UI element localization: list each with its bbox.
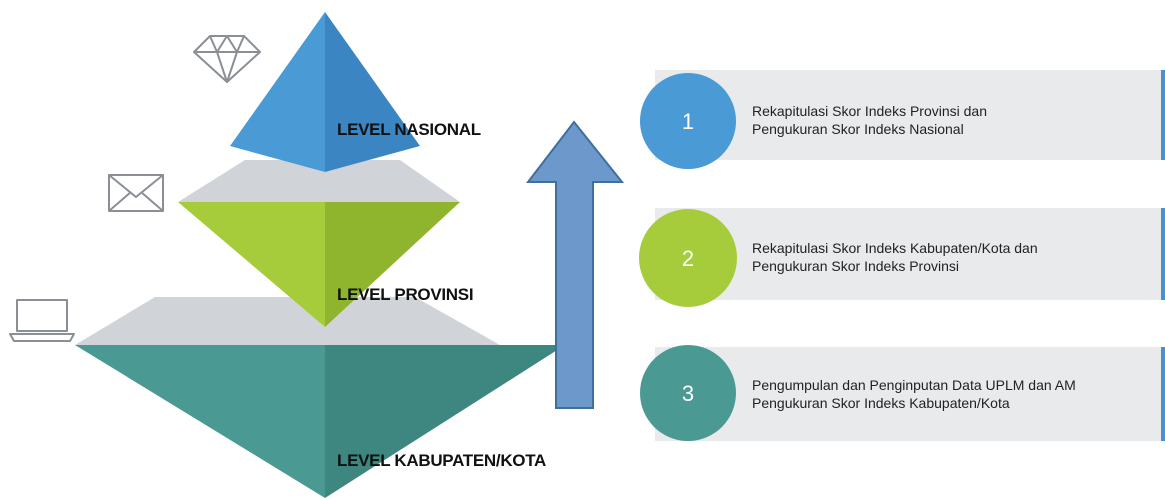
step-3-description: Pengumpulan dan Penginputan Data UPLM da…: [752, 376, 1076, 412]
step-number-2: 2: [682, 246, 694, 271]
step-1-line-1: Rekapitulasi Skor Indeks Provinsi dan: [752, 103, 988, 119]
step-card-3-edge: [1161, 347, 1165, 441]
level-label-provinsi: LEVEL PROVINSI: [337, 285, 473, 304]
step-number-circle-1: [640, 73, 736, 169]
step-card-1-background: [655, 70, 1165, 160]
step-number-1: 1: [682, 109, 694, 134]
step-card-3: 3: [640, 345, 1165, 441]
step-number-circle-2: [639, 209, 737, 307]
tier-top-left-face: [230, 12, 325, 172]
step-number-3: 3: [682, 381, 694, 406]
step-card-2-background: [655, 208, 1165, 300]
step-card-3-background: [655, 347, 1165, 441]
tier-bottom-shelf: [75, 297, 500, 345]
tier-top-right-face: [325, 12, 420, 172]
envelope-icon: [108, 174, 164, 212]
step-card-2: 2: [639, 208, 1165, 307]
tier-middle-left-face: [178, 202, 325, 327]
tier-middle-shelf: [178, 160, 460, 202]
step-1-line-2: Pengukuran Skor Indeks Nasional: [752, 121, 964, 137]
pyramid-tier-middle: [178, 160, 460, 327]
step-card-2-edge: [1161, 208, 1165, 300]
step-1-description: Rekapitulasi Skor Indeks Provinsi dan Pe…: [752, 102, 987, 138]
step-2-line-1: Rekapitulasi Skor Indeks Kabupaten/Kota …: [752, 240, 1038, 256]
step-3-line-1: Pengumpulan dan Penginputan Data UPLM da…: [752, 377, 1076, 393]
pyramid-tier-top: [230, 12, 420, 172]
level-label-nasional: LEVEL NASIONAL: [337, 120, 481, 139]
pyramid-tier-bottom: [75, 297, 565, 498]
up-arrow: [525, 120, 625, 409]
tier-bottom-right-face: [325, 345, 565, 498]
tier-bottom-left-face: [75, 345, 325, 498]
level-label-kabupaten-kota: LEVEL KABUPATEN/KOTA: [337, 451, 546, 470]
diamond-icon: [193, 35, 261, 83]
step-card-1-edge: [1161, 70, 1165, 160]
tier-middle-right-face: [325, 202, 460, 327]
laptop-icon: [9, 299, 75, 342]
step-3-line-2: Pengukuran Skor Indeks Kabupaten/Kota: [752, 395, 1010, 411]
step-2-line-2: Pengukuran Skor Indeks Provinsi: [752, 258, 959, 274]
step-card-1: 1: [640, 70, 1165, 169]
step-number-circle-3: [640, 345, 736, 441]
step-2-description: Rekapitulasi Skor Indeks Kabupaten/Kota …: [752, 239, 1038, 275]
